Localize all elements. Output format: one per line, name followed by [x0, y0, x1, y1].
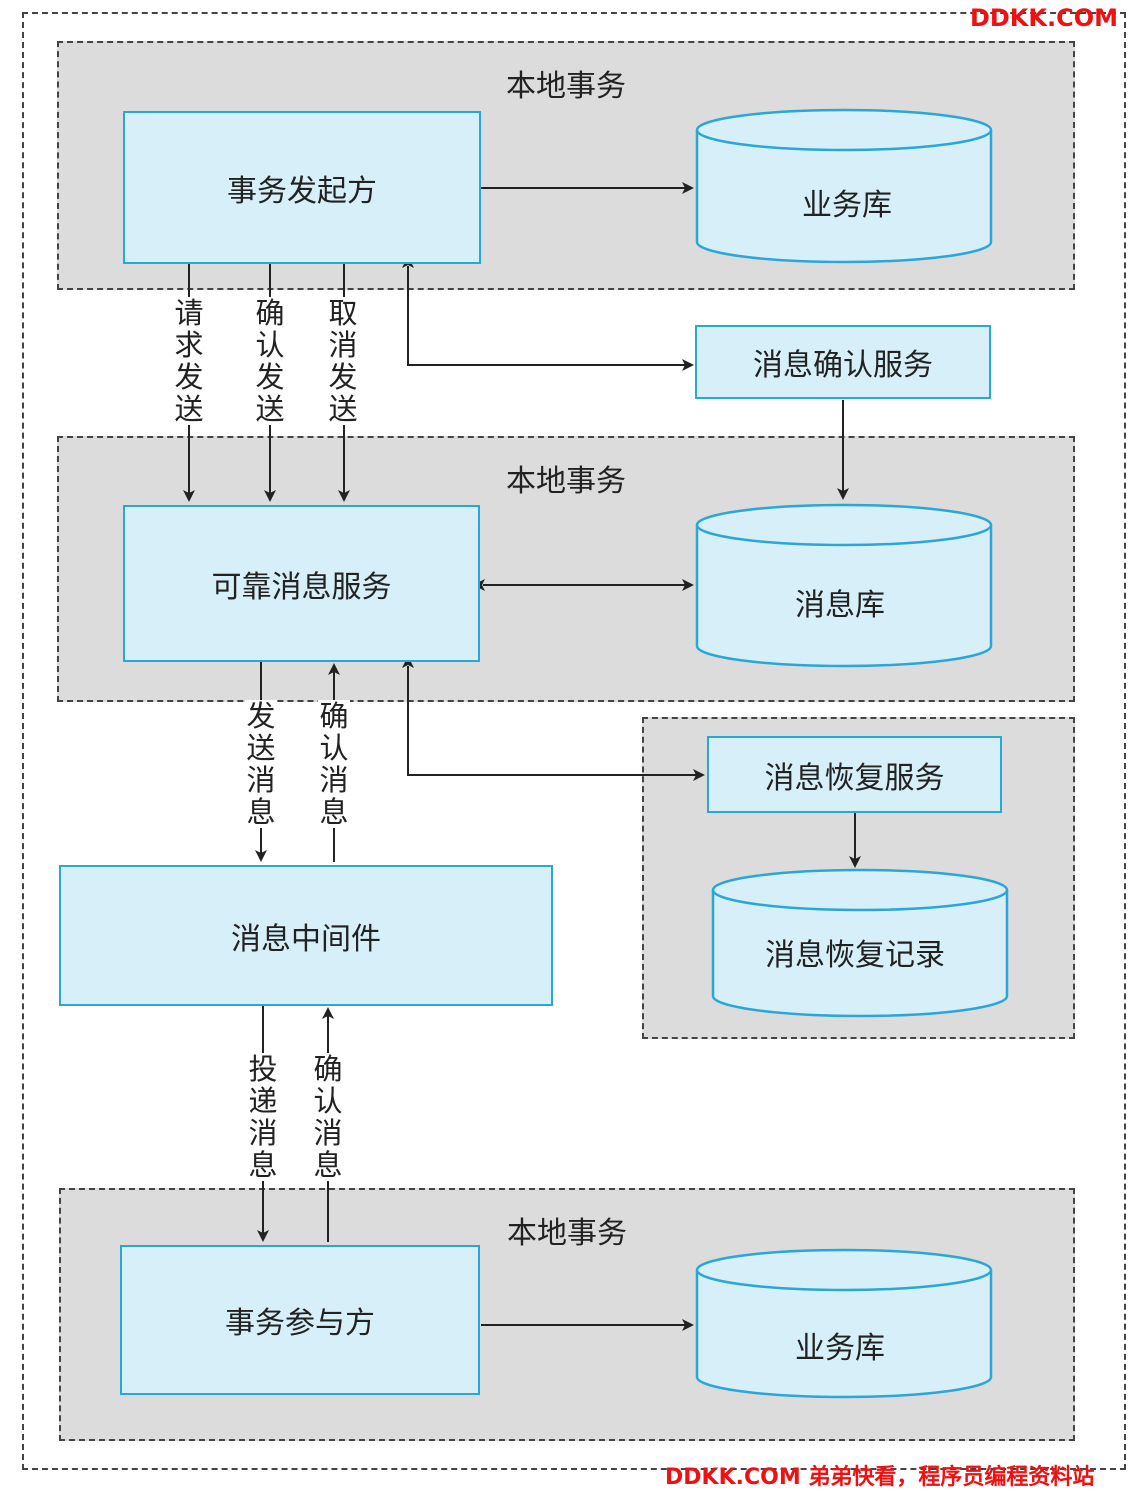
group-title: 本地事务 [506, 69, 626, 104]
msg-confirm-service: 消息确认服务 [695, 325, 991, 399]
business-db-top-cylinder [695, 108, 993, 264]
msg-db-label: 消息库 [795, 588, 885, 623]
label-deliver-msg: 投递消息 [247, 1052, 279, 1182]
label-cancel-send: 取消发送 [327, 296, 359, 426]
watermark-top: DDKK.COM [969, 4, 1118, 32]
label-confirm-send: 确认发送 [254, 296, 286, 426]
msg-recovery-service: 消息恢复服务 [707, 736, 1002, 813]
business-db-top-label: 业务库 [802, 188, 892, 223]
label-confirm-msg-upper: 确认消息 [318, 699, 350, 829]
business-db-bottom-label: 业务库 [795, 1331, 885, 1366]
msg-recovery-record-label: 消息恢复记录 [765, 938, 945, 973]
label-confirm-msg-lower: 确认消息 [312, 1052, 344, 1182]
transaction-participant: 事务参与方 [120, 1245, 480, 1395]
group-title: 本地事务 [507, 1216, 627, 1251]
reliable-msg-service: 可靠消息服务 [123, 505, 480, 662]
msg-middleware: 消息中间件 [59, 865, 553, 1006]
arrow-confirm-service [402, 256, 694, 371]
label-send-msg: 发送消息 [245, 699, 277, 829]
watermark-bottom: DDKK.COM 弟弟快看，程序员编程资料站 [665, 1465, 1095, 1490]
outer-frame [22, 12, 1126, 1470]
arrow-recovery-service [402, 656, 705, 781]
group-title: 本地事务 [506, 464, 626, 499]
msg-db-cylinder [695, 503, 993, 668]
transaction-initiator: 事务发起方 [123, 111, 481, 264]
business-db-bottom-cylinder [695, 1248, 993, 1399]
msg-recovery-record-cylinder [711, 868, 1009, 1018]
label-request-send: 请求发送 [173, 296, 205, 426]
